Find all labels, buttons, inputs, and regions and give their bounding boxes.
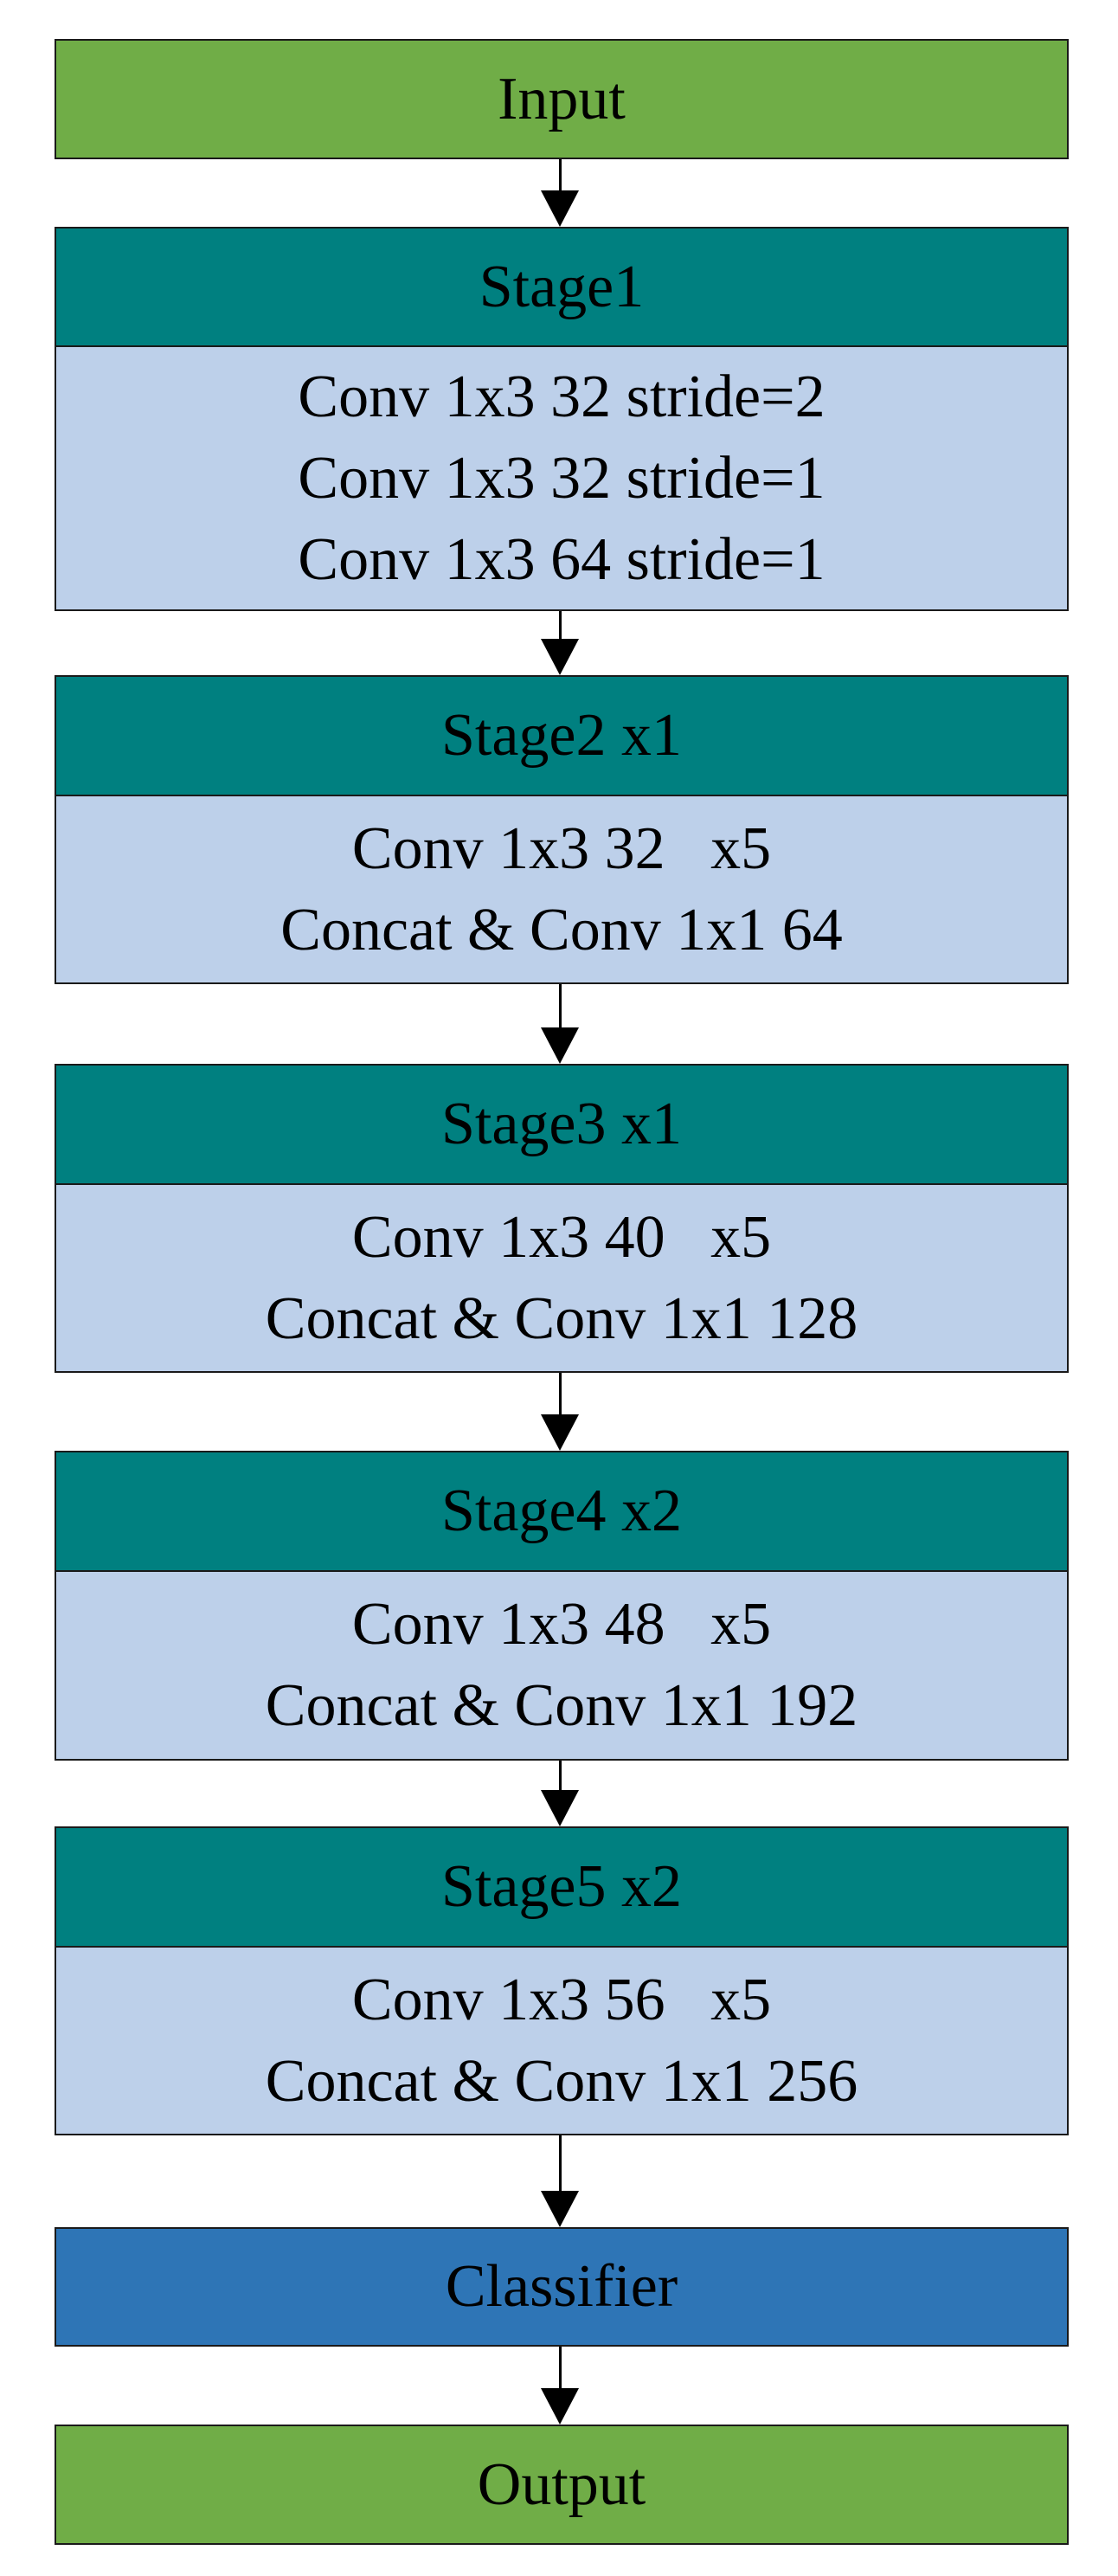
- output-node: Output: [55, 2425, 1069, 2545]
- stage2-line: Conv 1x3 32 x5: [351, 815, 772, 882]
- stage3-line: Conv 1x3 40 x5: [351, 1203, 772, 1271]
- stage5-line: Conv 1x3 56 x5: [351, 1966, 772, 2033]
- stage5-header: Stage5 x2: [55, 1826, 1069, 1948]
- stage3-body: Conv 1x3 40 x5 Concat & Conv 1x1 128: [55, 1183, 1069, 1373]
- stage5-title: Stage5 x2: [440, 1853, 683, 1920]
- stage4-title: Stage4 x2: [440, 1478, 683, 1544]
- stage1-title: Stage1: [479, 253, 645, 320]
- stage4-body: Conv 1x3 48 x5 Concat & Conv 1x1 192: [55, 1570, 1069, 1761]
- stage3-line: Concat & Conv 1x1 128: [265, 1285, 858, 1352]
- stage5-line: Concat & Conv 1x1 256: [265, 2047, 858, 2115]
- classifier-node: Classifier: [55, 2227, 1069, 2347]
- stage1-line: Conv 1x3 64 stride=1: [298, 525, 826, 593]
- stage1-body: Conv 1x3 32 stride=2 Conv 1x3 32 stride=…: [55, 345, 1069, 611]
- stage1-line: Conv 1x3 32 stride=1: [298, 444, 826, 512]
- stage1-header: Stage1: [55, 227, 1069, 347]
- stage2-line: Concat & Conv 1x1 64: [280, 896, 843, 963]
- stage1-line: Conv 1x3 32 stride=2: [298, 363, 826, 430]
- stage4-line: Conv 1x3 48 x5: [351, 1591, 772, 1658]
- stage4-line: Concat & Conv 1x1 192: [265, 1672, 858, 1739]
- input-node: Input: [55, 39, 1069, 159]
- stage2-title: Stage2 x1: [440, 702, 683, 769]
- stage2-body: Conv 1x3 32 x5 Concat & Conv 1x1 64: [55, 795, 1069, 984]
- stage5-body: Conv 1x3 56 x5 Concat & Conv 1x1 256: [55, 1946, 1069, 2135]
- stage3-header: Stage3 x1: [55, 1064, 1069, 1185]
- stage2-header: Stage2 x1: [55, 675, 1069, 796]
- stage3-title: Stage3 x1: [440, 1091, 683, 1157]
- classifier-label: Classifier: [445, 2253, 678, 2320]
- output-label: Output: [477, 2450, 646, 2518]
- stage4-header: Stage4 x2: [55, 1451, 1069, 1572]
- input-label: Input: [498, 65, 626, 132]
